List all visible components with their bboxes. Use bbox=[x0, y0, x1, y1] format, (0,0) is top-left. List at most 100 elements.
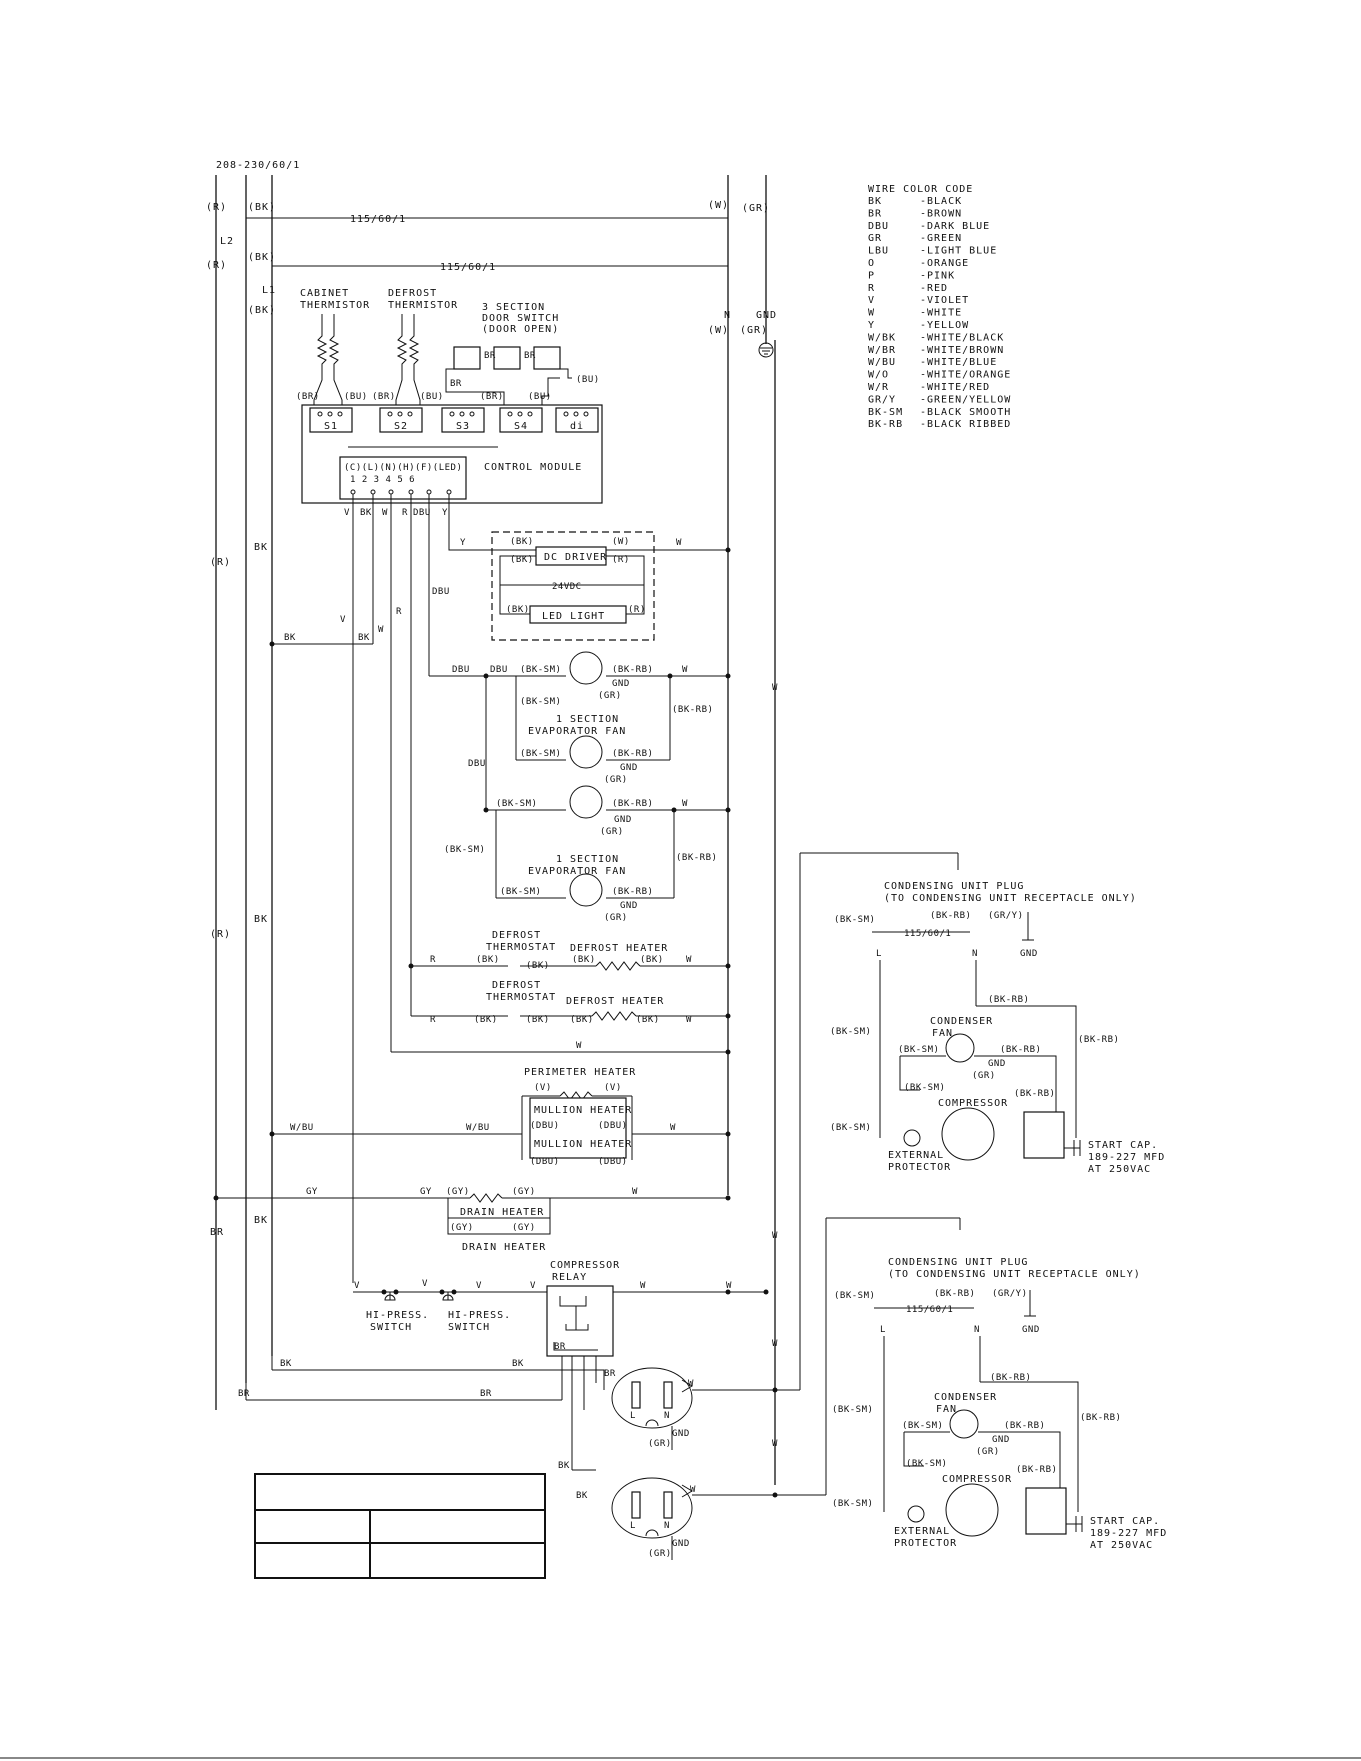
rec2-l: L bbox=[630, 1521, 636, 1531]
cu1-fan-bksm: (BK-SM) bbox=[898, 1045, 939, 1055]
legend-meaning: -VIOLET bbox=[920, 295, 969, 306]
l1-wire-r: (R) bbox=[206, 260, 227, 271]
dh-w-bottom: W bbox=[576, 1041, 582, 1051]
sensor-pin bbox=[507, 411, 513, 417]
fan4-gr: (GR) bbox=[604, 913, 628, 923]
bk-link-label: BK bbox=[284, 633, 296, 643]
cu1-fan-label-1: CONDENSER bbox=[930, 1016, 993, 1027]
cu1-protector-label-2: PROTECTOR bbox=[888, 1162, 951, 1173]
legend-meaning: -WHITE/ORANGE bbox=[920, 370, 1011, 381]
cu2-115: 115/60/1 bbox=[906, 1305, 953, 1315]
cu1-fan-bkrb: (BK-RB) bbox=[1000, 1045, 1041, 1055]
dh2-w: W bbox=[686, 1015, 692, 1025]
hp-v-b: V bbox=[422, 1279, 428, 1289]
legend-meaning: -BLACK bbox=[920, 196, 962, 207]
rec2-bk: BK bbox=[558, 1461, 570, 1471]
cu1-l: L bbox=[876, 949, 882, 959]
hi-press-1-label-1: HI-PRESS. bbox=[366, 1310, 429, 1321]
led-r: (R) bbox=[628, 605, 646, 615]
cu1-bksm-3: (BK-SM) bbox=[904, 1083, 945, 1093]
legend-code: W/BK bbox=[868, 332, 896, 343]
fan3-bksm-2: (BK-SM) bbox=[444, 845, 485, 855]
w-label-rail-3: W bbox=[772, 1339, 778, 1349]
legend-meaning: -WHITE/RED bbox=[920, 382, 990, 393]
cu1-bkrb-2: (BK-RB) bbox=[988, 995, 1029, 1005]
fan2-label-2: EVAPORATOR FAN bbox=[528, 866, 626, 877]
cu2-bksm-2: (BK-SM) bbox=[832, 1405, 873, 1415]
drain-gy-a: (GY) bbox=[446, 1187, 470, 1197]
cu2-fan-label-2: FAN bbox=[936, 1404, 957, 1415]
drain-gy-b: (GY) bbox=[512, 1187, 536, 1197]
gnd-wire-gr-2: (GR) bbox=[740, 325, 768, 336]
rec1-br: BR bbox=[604, 1369, 616, 1379]
legend-meaning: -RED bbox=[920, 283, 948, 294]
dc-w-in: (W) bbox=[612, 537, 630, 547]
hp-v-c: V bbox=[476, 1281, 482, 1291]
hi-press-2-label-2: SWITCH bbox=[448, 1322, 490, 1333]
rec1-gnd: GND bbox=[672, 1429, 690, 1439]
drain-gy-d: (GY) bbox=[512, 1223, 536, 1233]
sensor-pin bbox=[517, 411, 523, 417]
sensor-pin bbox=[573, 411, 579, 417]
sensor-port-label: S4 bbox=[514, 421, 528, 432]
defrost-thermistor: DEFROST THERMISTOR bbox=[388, 288, 457, 410]
fan2-gr: (GR) bbox=[604, 775, 628, 785]
fan3-gnd: GND bbox=[614, 815, 632, 825]
legend-meaning: -ORANGE bbox=[920, 258, 969, 269]
sensor-pin bbox=[407, 411, 413, 417]
cm-out-v: V bbox=[344, 508, 350, 518]
cu1-n: N bbox=[972, 949, 978, 959]
drain-gy-c: (GY) bbox=[450, 1223, 474, 1233]
cu1-fan-gnd: GND bbox=[988, 1059, 1006, 1069]
n-wire-w-2: (W) bbox=[708, 325, 729, 336]
l1-wire-bk: (BK) bbox=[248, 252, 276, 263]
sensor-pin bbox=[583, 411, 589, 417]
cm-terminal-names: (C)(L)(N)(H)(F)(LED) bbox=[344, 463, 462, 473]
w-label-rail-2: W bbox=[772, 1231, 778, 1241]
dc-bk-out: (BK) bbox=[510, 555, 534, 565]
fan2-bksm: (BK-SM) bbox=[520, 749, 561, 759]
legend-code: BK bbox=[868, 196, 882, 207]
cu1-115: 115/60/1 bbox=[904, 929, 951, 939]
cu2-n: N bbox=[974, 1325, 980, 1335]
bk-return-a: BK bbox=[280, 1359, 292, 1369]
cm-out-y: Y bbox=[442, 508, 448, 518]
mull-dbu-a: (DBU) bbox=[530, 1121, 560, 1131]
fan2-gnd: GND bbox=[620, 763, 638, 773]
cu1-gnd: GND bbox=[1020, 949, 1038, 959]
supply-rails bbox=[215, 175, 776, 1485]
door-switch: 3 SECTION DOOR SWITCH (DOOR OPEN) BR BR … bbox=[445, 302, 599, 410]
cu2-gry: (GR/Y) bbox=[992, 1289, 1028, 1299]
door-switch-br-3: BR bbox=[450, 379, 462, 389]
dbu-label-1: DBU bbox=[432, 587, 450, 597]
l2-115-label: 115/60/1 bbox=[350, 214, 406, 225]
legend-meaning: -BLACK RIBBED bbox=[920, 419, 1011, 430]
fan3-gr: (GR) bbox=[600, 827, 624, 837]
cabinet-thermistor-label-1: CABINET bbox=[300, 288, 349, 299]
mull-w: W bbox=[670, 1123, 676, 1133]
defrost-heater-label-2: DEFROST HEATER bbox=[566, 996, 664, 1007]
cm-out-bk: BK bbox=[360, 508, 372, 518]
fan1-bksm: (BK-SM) bbox=[520, 665, 561, 675]
l2-label: L2 bbox=[220, 236, 234, 247]
fan1-bksm-2: (BK-SM) bbox=[520, 697, 561, 707]
s1-bu: (BU) bbox=[344, 392, 368, 402]
legend-code: BR bbox=[868, 208, 882, 219]
cu2-bksm-3: (BK-SM) bbox=[906, 1459, 947, 1469]
cu1-bksm-2: (BK-SM) bbox=[830, 1027, 871, 1037]
legend-code: GR/Y bbox=[868, 394, 896, 405]
dh1-w: W bbox=[686, 955, 692, 965]
rail-bk-label: BK bbox=[254, 542, 268, 553]
legend-meaning: -GREEN/YELLOW bbox=[920, 394, 1011, 405]
defrost-thermostat-label-3: DEFROST bbox=[492, 980, 541, 991]
fan1-gr: (GR) bbox=[598, 691, 622, 701]
defrost-heaters: DEFROST THERMOSTAT DEFROST HEATER DEFROS… bbox=[391, 930, 731, 1055]
legend-title: WIRE COLOR CODE bbox=[868, 184, 973, 195]
l1-115-label: 115/60/1 bbox=[440, 262, 496, 273]
supply-voltage: 208-230/60/1 bbox=[216, 160, 300, 171]
cu2-bkrb-2: (BK-RB) bbox=[990, 1373, 1031, 1383]
sensor-pin bbox=[563, 411, 569, 417]
fan1-dbu-b: DBU bbox=[490, 665, 508, 675]
